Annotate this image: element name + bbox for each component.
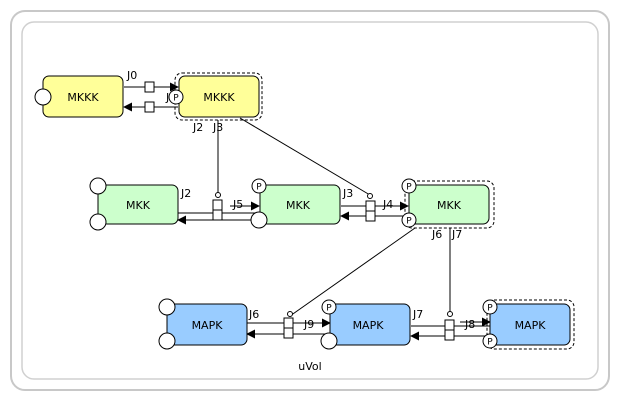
reaction-node-j2[interactable] (212, 199, 223, 211)
reaction-node-j4[interactable] (365, 210, 376, 222)
phospho-site-icon (251, 178, 267, 194)
row-mapk: J6 J9 J7 J8 MAPK P MAPK P P (158, 298, 575, 350)
reaction-label-j2-top: J2 (192, 121, 203, 134)
reaction-node-j8[interactable] (444, 329, 455, 341)
reaction-label-j6-top: J6 (431, 228, 442, 241)
modifier-dot-j5 (215, 192, 221, 198)
phospho-site-icon (321, 299, 337, 315)
species-mkkk-2[interactable]: P MKKK (168, 72, 263, 121)
phospho-site-label-bottom: P (487, 338, 493, 348)
species-label: MAPK (192, 319, 224, 332)
selection-outline (174, 72, 263, 121)
species-label: MKKK (203, 91, 235, 104)
row-mkkk: J0 J1 MKKK P MKKK J2 J3 (34, 69, 263, 134)
source-site-icon-top (158, 298, 176, 316)
species-mkk-1[interactable]: MKK (89, 177, 179, 231)
source-site-icon-bottom (250, 211, 268, 229)
source-site-icon-bottom (158, 332, 176, 350)
species-label: MKKK (67, 91, 99, 104)
species-mkk-3[interactable]: P P MKK (401, 178, 495, 229)
line-mkkk-to-j4 (239, 117, 371, 196)
reaction-label-j3-top: J3 (212, 121, 223, 134)
phospho-site-icon (168, 89, 184, 105)
line-mkk-to-j9 (289, 227, 416, 317)
species-mapk-2[interactable]: P MAPK (320, 299, 411, 350)
phospho-site-label: P (173, 94, 179, 104)
species-label: MAPK (353, 319, 385, 332)
row-mkk: J2 J5 J3 J4 MKK P MKK P P MK (89, 177, 495, 241)
reaction-node-j9[interactable] (283, 327, 294, 339)
source-site-icon-top (89, 177, 107, 195)
species-label: MKK (286, 199, 311, 212)
connections (217, 117, 451, 317)
reaction-label-j8: J8 (464, 318, 475, 331)
reaction-label-j0: J0 (126, 69, 137, 82)
phospho-site-icon-top (401, 178, 417, 194)
reaction-node-j5[interactable] (212, 209, 223, 221)
species-mkk-2[interactable]: P MKK (250, 178, 341, 229)
selection-outline (404, 180, 495, 229)
phospho-site-label: P (256, 183, 262, 193)
reaction-label-j6: J6 (248, 308, 259, 321)
phospho-site-icon-bottom (482, 333, 498, 349)
compartment-label: uVol (298, 360, 321, 373)
reaction-label-j9: J9 (303, 318, 314, 331)
reaction-label-j5: J5 (232, 198, 243, 211)
reaction-label-j4: J4 (382, 198, 393, 211)
phospho-site-label-top: P (406, 183, 412, 193)
reaction-node-j0[interactable] (144, 81, 155, 93)
reaction-node-j3[interactable] (365, 200, 376, 212)
source-site-icon-bottom (320, 332, 338, 350)
species-label: MAPK (515, 319, 547, 332)
reaction-node-j1[interactable] (144, 101, 155, 113)
modifier-dot-j8 (447, 311, 453, 317)
reaction-node-j6[interactable] (283, 317, 294, 329)
source-site-icon-bottom (89, 213, 107, 231)
species-mapk-3[interactable]: P P MAPK (482, 299, 575, 350)
phospho-site-icon-bottom (401, 212, 417, 228)
phospho-site-label-top: P (487, 304, 493, 314)
species-mkkk-1[interactable]: MKKK (34, 75, 124, 118)
selection-outline (486, 299, 575, 350)
reaction-label-j3: J3 (342, 187, 353, 200)
phospho-site-label: P (326, 304, 332, 314)
phospho-site-icon-top (482, 299, 498, 315)
modifier-dot-j9 (287, 311, 293, 317)
phospho-site-label-bottom: P (406, 217, 412, 227)
reaction-label-j7-top: J7 (451, 228, 462, 241)
species-label: MKK (437, 199, 462, 212)
modifier-dot-j4 (367, 193, 373, 199)
species-mapk-1[interactable]: MAPK (158, 298, 248, 350)
reaction-label-j7: J7 (412, 308, 423, 321)
species-label: MKK (126, 199, 151, 212)
source-site-icon (34, 88, 52, 106)
reaction-label-j2: J2 (180, 187, 191, 200)
reaction-node-j7[interactable] (444, 319, 455, 331)
